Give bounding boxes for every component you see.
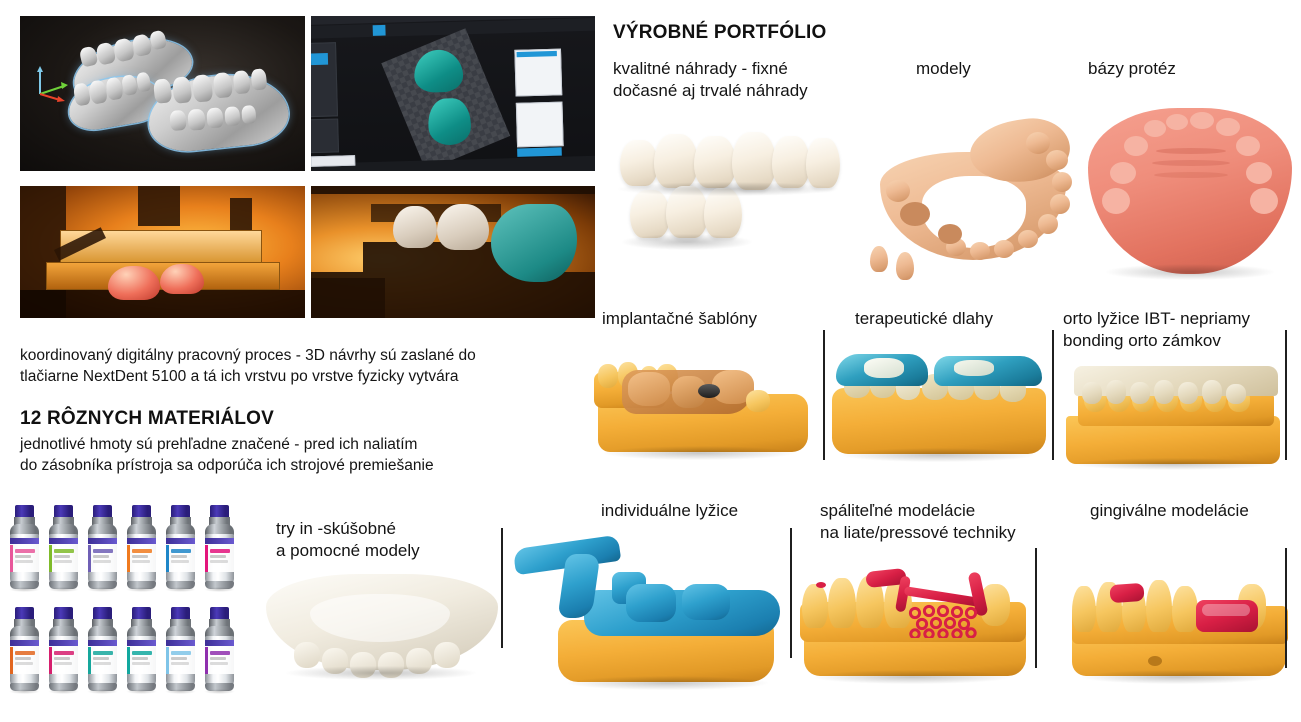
material-bottle xyxy=(8,505,41,592)
material-bottle xyxy=(86,505,119,592)
process-description: koordinovaný digitálny pracovný proces -… xyxy=(20,347,476,386)
therapeutic-splint-model xyxy=(826,340,1054,470)
material-bottle xyxy=(164,505,197,592)
ibt-ortho-tray-model xyxy=(1058,360,1294,480)
portfolio-heading: VÝROBNÉ PORTFÓLIO xyxy=(613,22,827,43)
material-bottle xyxy=(203,505,236,592)
column-divider xyxy=(1285,330,1287,460)
photo-3d-scan xyxy=(20,16,305,171)
column-divider xyxy=(1035,548,1037,668)
portfolio-item-label-try-in-models: try in -skúšobné a pomocné modely xyxy=(276,519,420,561)
castable-wax-up-model xyxy=(800,556,1040,696)
mesh-pattern-icon xyxy=(908,604,978,638)
portfolio-item-label-gingival-masks: gingiválne modelácie xyxy=(1090,501,1249,520)
portfolio-item-label-denture-bases: bázy protéz xyxy=(1088,59,1176,78)
material-bottle xyxy=(164,607,197,694)
column-divider xyxy=(790,528,792,658)
material-bottle xyxy=(47,505,80,592)
photo-build-plate-glove xyxy=(311,186,595,318)
materials-heading: 12 RÔZNYCH MATERIÁLOV xyxy=(20,408,275,429)
photo-cad-software xyxy=(311,16,595,171)
photo-printer-resin-tray xyxy=(20,186,305,318)
column-divider xyxy=(501,528,503,648)
portfolio-item-label-ibt-ortho-trays: orto lyžice IBT- nepriamy bonding orto z… xyxy=(1063,309,1251,351)
bottles-row-2 xyxy=(8,607,248,694)
portfolio-item-label-fixed-restorations: kvalitné náhrady - fixné dočasné aj trva… xyxy=(613,59,808,101)
column-divider xyxy=(1052,330,1054,460)
try-in-white-model xyxy=(258,566,508,696)
portfolio-item-label-implant-guides: implantačné šablóny xyxy=(602,309,757,328)
flesh-arch-model xyxy=(866,106,1086,280)
portfolio-item-label-therapeutic-splints: terapeutické dlahy xyxy=(855,309,993,328)
portfolio-item-label-models: modely xyxy=(916,59,971,78)
individual-impression-tray xyxy=(506,528,796,698)
material-bottle xyxy=(8,607,41,694)
material-bottle xyxy=(203,607,236,694)
materials-description: jednotlivé hmoty sú prehľadne značené - … xyxy=(20,436,434,475)
material-bottle xyxy=(125,607,158,694)
material-bottle xyxy=(47,607,80,694)
material-bottle xyxy=(125,505,158,592)
implant-guide-model xyxy=(594,342,824,472)
bottles-row-1 xyxy=(8,505,248,592)
portfolio-item-label-individual-trays: individuálne lyžice xyxy=(601,501,739,520)
materials-bottles-grid xyxy=(8,505,248,694)
portfolio-item-label-castable-wax-ups: spáliteľné modelácie na liate/pressové t… xyxy=(820,501,1016,543)
material-bottle xyxy=(86,607,119,694)
crown-bridge-model xyxy=(612,128,862,263)
column-divider xyxy=(1285,548,1287,668)
axis-gizmo-icon xyxy=(34,64,72,102)
pink-denture-base xyxy=(1082,104,1298,284)
column-divider xyxy=(823,330,825,460)
gingival-mask-model xyxy=(1072,556,1300,696)
